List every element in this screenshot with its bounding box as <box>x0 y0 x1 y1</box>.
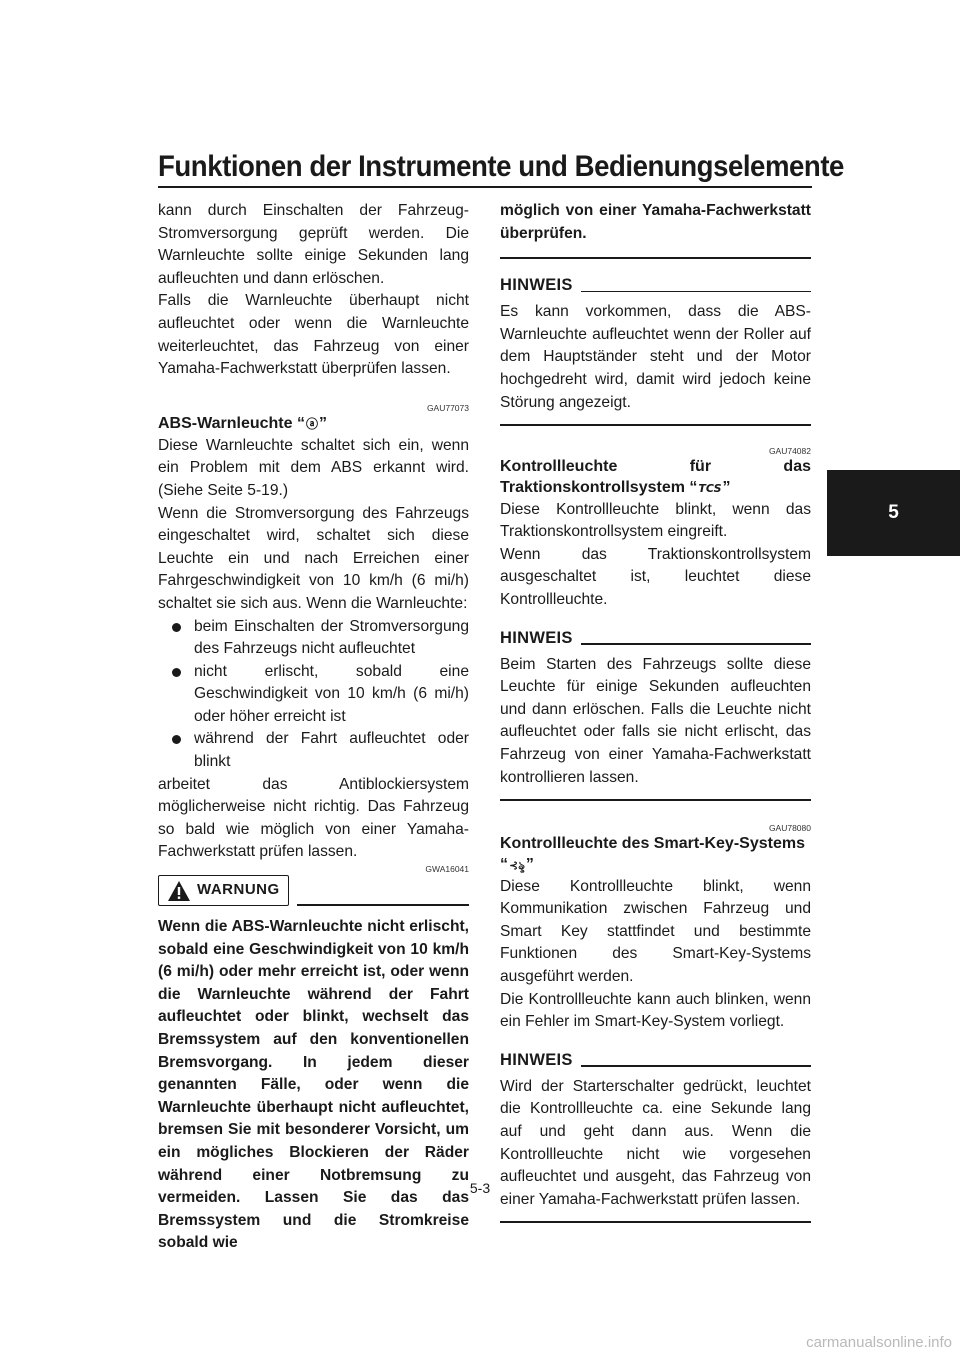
abs-paragraph-2: Wenn die Stromversorgung des Fahrzeugs e… <box>158 504 469 612</box>
smart-key-paragraph-1: Diese Kontrollleuchte blinkt, wenn Kommu… <box>500 877 811 986</box>
note-rule <box>580 643 811 645</box>
tcs-icon: TCS <box>698 481 722 495</box>
note-end-rule <box>500 1221 811 1223</box>
smart-key-paragraph-2: Die Kontrollleuchte kann auch blinken, w… <box>500 990 811 1031</box>
smart-key-heading-symbol: “⊰ৡ” <box>500 854 811 876</box>
list-item: beim Einschalten der Stromversorgung des… <box>158 616 469 661</box>
warning-end-rule <box>500 257 811 260</box>
smart-key-heading: Kontrollleuchte des Smart-Key-Systems <box>500 834 805 852</box>
abs-bullet-list: beim Einschalten der Stromversorgung des… <box>158 616 469 774</box>
list-item: nicht erlischt, sobald eine Geschwindigk… <box>158 661 469 729</box>
page-number: 5-3 <box>469 1180 491 1196</box>
warning-code: GWA16041 <box>425 864 469 875</box>
note-label: HINWEIS <box>500 628 573 647</box>
intro-paragraph-2: Falls die Warnleuchte überhaupt nicht au… <box>158 292 469 378</box>
note-text: Wird der Starterschalter gedrückt, leuch… <box>500 1077 811 1208</box>
abs-paragraph-1: Diese Warnleuchte schaltet sich ein, wen… <box>158 436 469 499</box>
note-label: HINWEIS <box>500 1050 573 1069</box>
note-header: HINWEIS <box>500 1050 811 1070</box>
note-rule <box>580 1065 811 1067</box>
warning-rule <box>296 904 469 907</box>
smart-key-quote-open: “ <box>500 855 508 873</box>
warning-label: WARNUNG <box>197 881 280 899</box>
note-end-rule <box>500 424 811 426</box>
abs-heading: ABS-Warnleuchte “ⓐ” <box>158 413 469 435</box>
header-rule <box>158 186 812 188</box>
tcs-paragraph-2: Wenn das Traktionskontrollsystem ausgesc… <box>500 545 811 609</box>
abs-heading-text: ABS-Warnleuchte “ <box>158 414 305 432</box>
left-column: kann durch Einschalten der Fahrzeug-Stro… <box>158 200 469 1255</box>
tcs-paragraph-1: Diese Kontrollleuchte blinkt, wenn das T… <box>500 500 811 541</box>
watermark[interactable]: carmanualsonline.info <box>806 1334 952 1351</box>
section-code: GAU74082 <box>768 445 811 456</box>
note-text: Beim Starten des Fahrzeugs sollte diese … <box>500 655 811 786</box>
intro-paragraph-1: kann durch Einschalten der Fahrzeug-Stro… <box>158 202 469 287</box>
smart-key-quote-close: ” <box>525 855 534 873</box>
section-code: GAU78080 <box>768 822 811 833</box>
abs-warning-icon: ⓐ <box>305 416 318 431</box>
warning-triangle-icon <box>168 880 190 901</box>
abs-paragraph-3: arbeitet das Antiblockiersystem mögliche… <box>158 775 469 861</box>
warning-text-continued: möglich von einer Yamaha-Fachwerkstatt ü… <box>500 202 811 242</box>
chapter-tab: 5 <box>827 470 960 556</box>
note-rule <box>580 290 811 293</box>
tcs-heading-quote: ” <box>722 478 731 496</box>
abs-heading-quote: ” <box>319 414 327 432</box>
warning-text: Wenn die ABS-Warnleuchte nicht erlischt,… <box>158 918 469 1252</box>
tcs-heading: Kontrollleuchte für das Traktionskontrol… <box>500 456 811 499</box>
list-item: während der Fahrt aufleuchtet oder blink… <box>158 728 469 773</box>
page-title: Funktionen der Instrumente und Bedienung… <box>158 150 844 183</box>
note-text: Es kann vorkommen, dass die ABS-Warnleuc… <box>500 303 811 411</box>
warning-header: WARNUNG <box>158 875 469 907</box>
tcs-heading-text: Kontrollleuchte für das Traktionskontrol… <box>500 457 811 496</box>
note-header: HINWEIS <box>500 275 811 295</box>
section-code: GAU77073 <box>426 402 469 413</box>
note-label: HINWEIS <box>500 276 573 295</box>
smart-key-icon: ⊰ৡ <box>509 858 525 872</box>
note-header: HINWEIS <box>500 628 811 648</box>
note-end-rule <box>500 799 811 801</box>
right-column: möglich von einer Yamaha-Fachwerkstatt ü… <box>500 200 811 1223</box>
warning-label-box: WARNUNG <box>158 875 289 907</box>
